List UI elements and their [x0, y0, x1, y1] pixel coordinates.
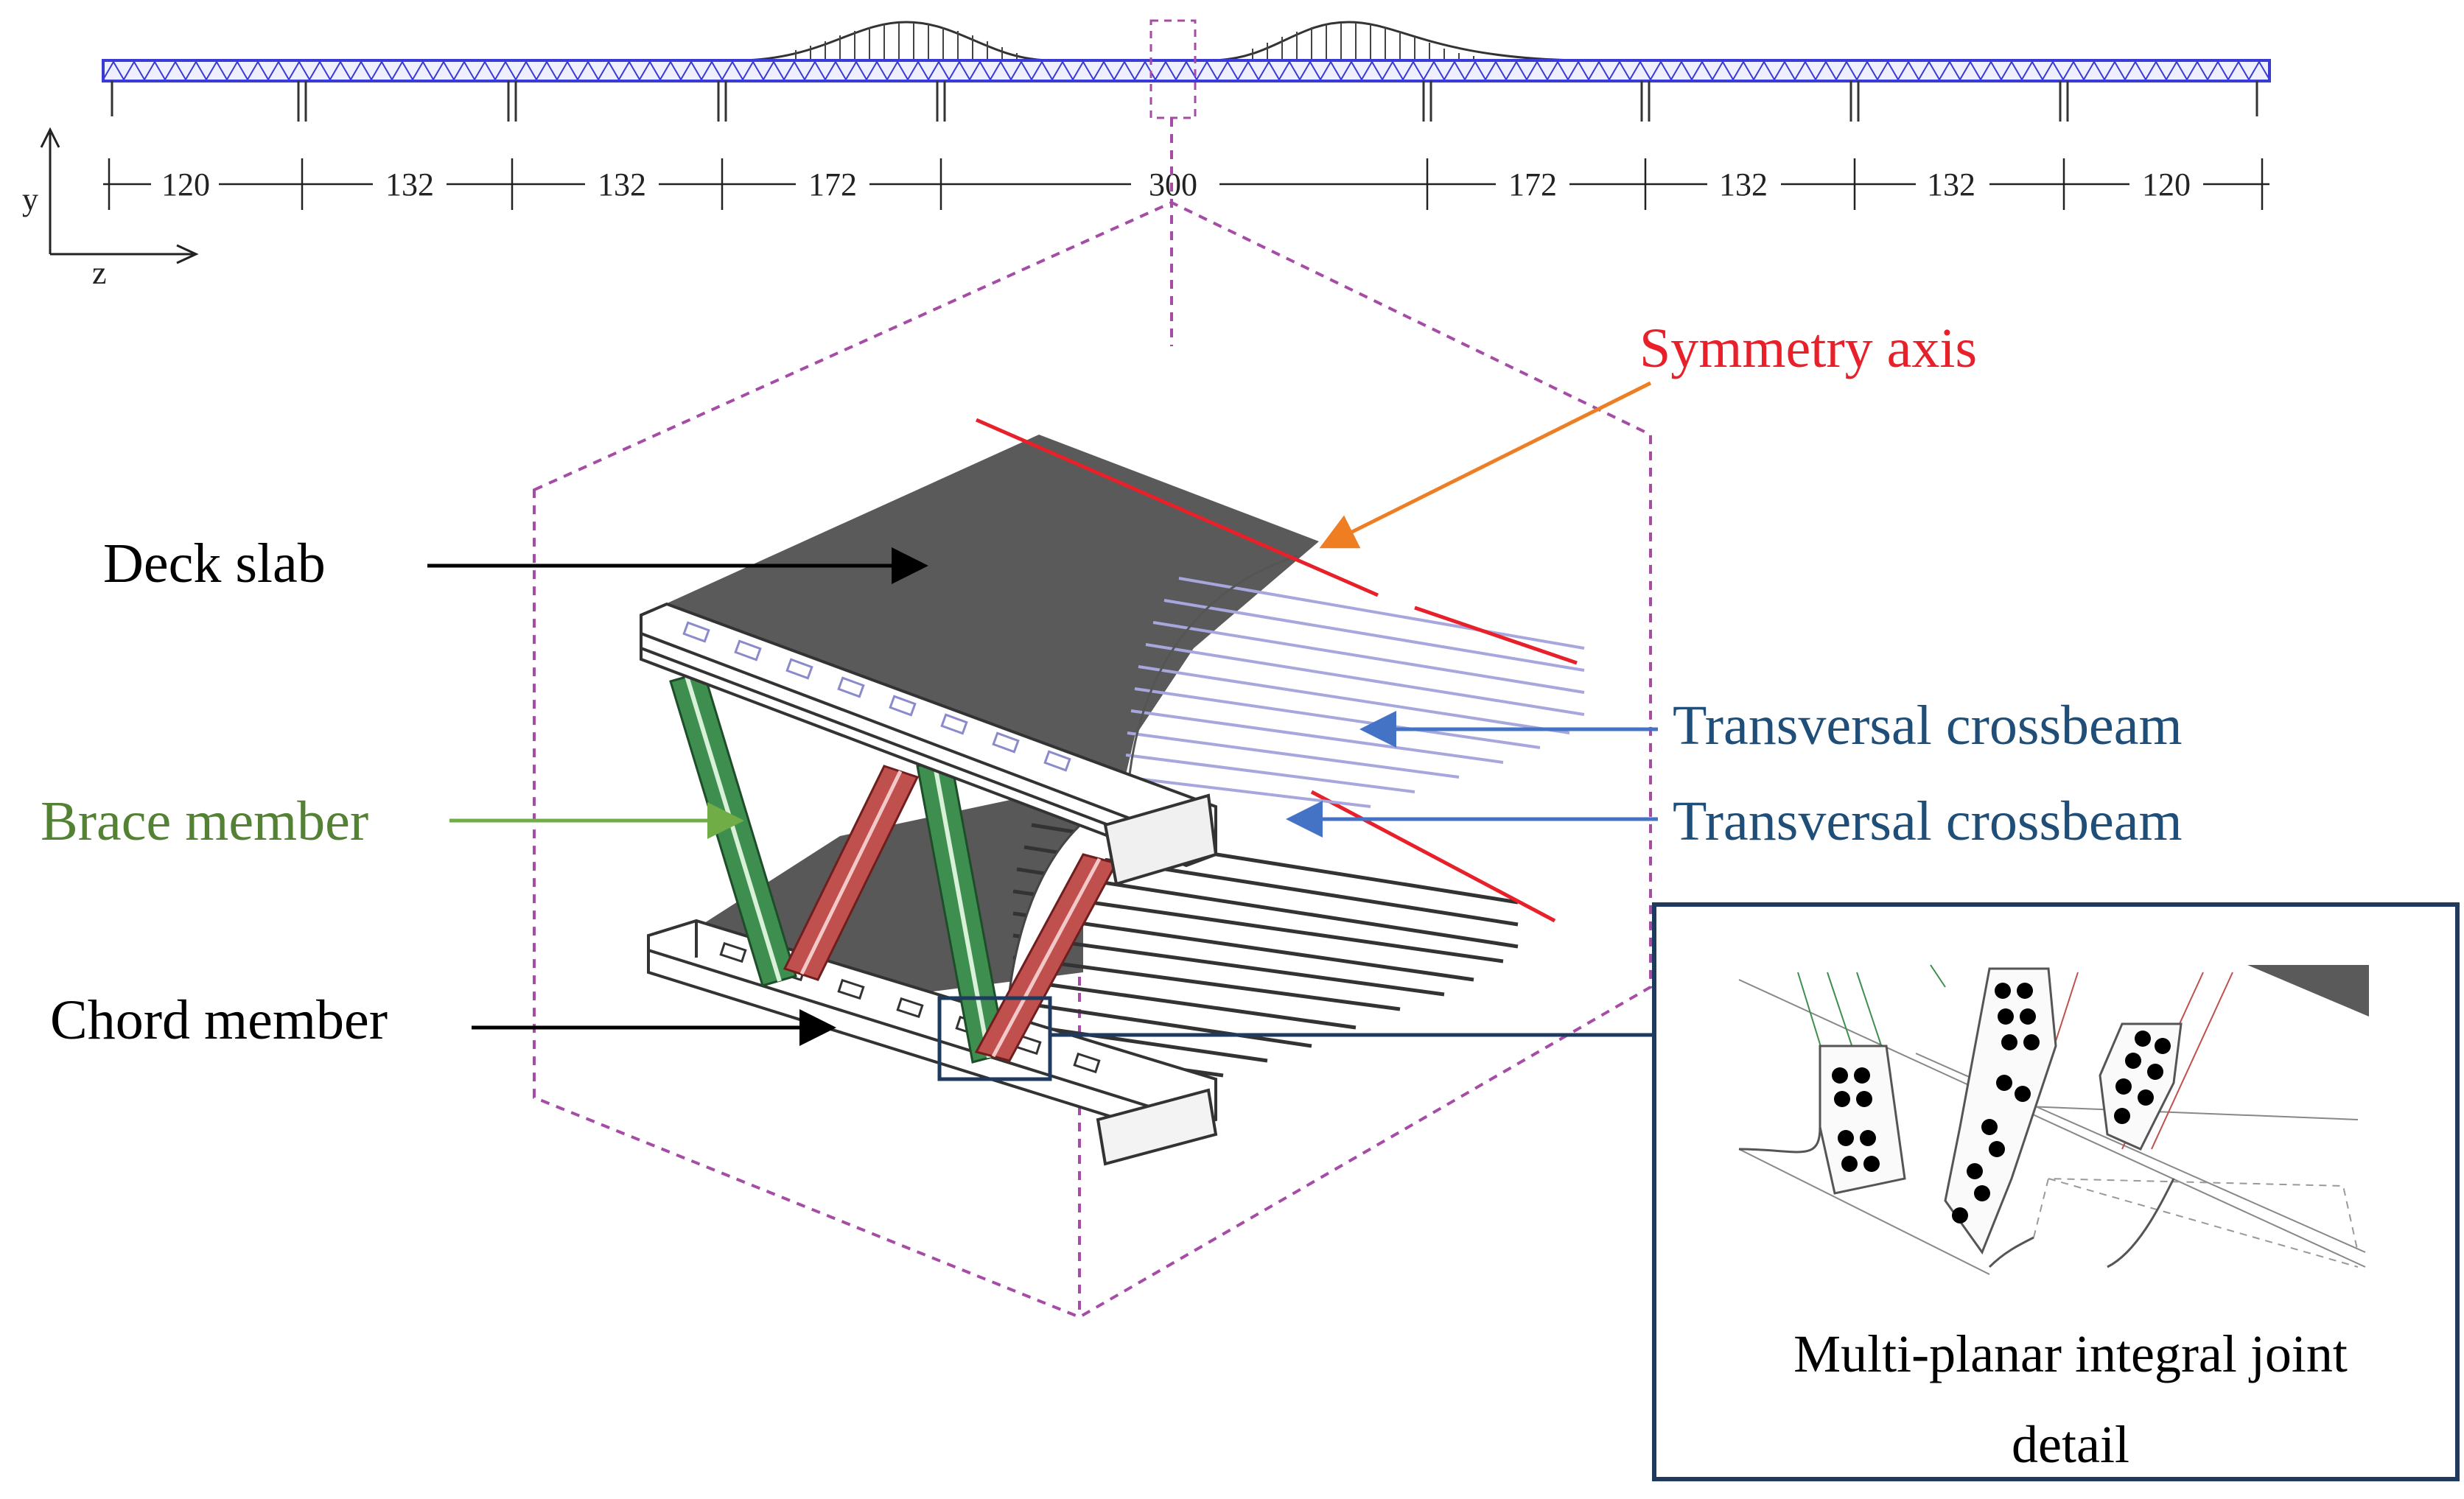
label-chord-member: Chord member	[50, 989, 388, 1051]
upper-stringers	[1123, 577, 1585, 808]
span-label-9: 120	[2142, 166, 2191, 203]
bridge-elevation	[102, 19, 2271, 122]
label-transversal-crossbeam-lower: Transversal crossbeam	[1673, 790, 2183, 852]
truss-diagonals	[102, 60, 2270, 81]
span-label-8: 132	[1927, 166, 1975, 203]
truss-girder	[102, 59, 2271, 83]
deck-slab-plate	[641, 435, 1319, 799]
span-label-4: 172	[808, 166, 857, 203]
upper-symmetry-line	[975, 418, 1379, 597]
span-label-7: 132	[1719, 166, 1768, 203]
axis-label-y: y	[22, 181, 38, 217]
joint-detail-caption-line1: Multi-planar integral joint	[1793, 1324, 2348, 1383]
joint-highlight-box	[937, 996, 1052, 1081]
joint-detail-frame	[1652, 902, 2460, 1481]
span-label-1: 120	[161, 166, 210, 203]
joint-detail-drawing	[1738, 964, 2369, 1275]
red-brace-left	[783, 765, 920, 981]
arrow-symmetry-axis	[1319, 381, 1652, 549]
arch-hangers	[795, 23, 1474, 62]
joint-detail-caption-line2: detail	[2012, 1415, 2129, 1474]
span-label-3: 132	[598, 166, 646, 203]
lower-symmetry-line	[1310, 790, 1556, 923]
left-arch	[743, 21, 1047, 62]
label-transversal-crossbeam-upper: Transversal crossbeam	[1673, 695, 2183, 756]
label-deck-slab: Deck slab	[103, 533, 326, 594]
span-label-6: 172	[1508, 166, 1557, 203]
red-brace-right	[974, 853, 1119, 1062]
deck-slots	[682, 621, 1071, 772]
right-arch	[1215, 21, 1578, 62]
span-labels: 120 132 132 172 300 172 132 132 120	[151, 166, 2203, 203]
upper-symmetry-line-2	[1414, 605, 1578, 665]
coordinate-axes	[40, 127, 199, 264]
label-symmetry-axis: Symmetry axis	[1639, 317, 1977, 379]
upper-chord-beam	[640, 602, 1218, 886]
axis-label-z: z	[92, 255, 107, 291]
span-label-2: 132	[385, 166, 434, 203]
label-brace-member: Brace member	[41, 790, 368, 852]
lower-deck-plate	[696, 784, 1083, 994]
deck-cut-curve	[1126, 555, 1298, 800]
piers	[111, 81, 2258, 122]
